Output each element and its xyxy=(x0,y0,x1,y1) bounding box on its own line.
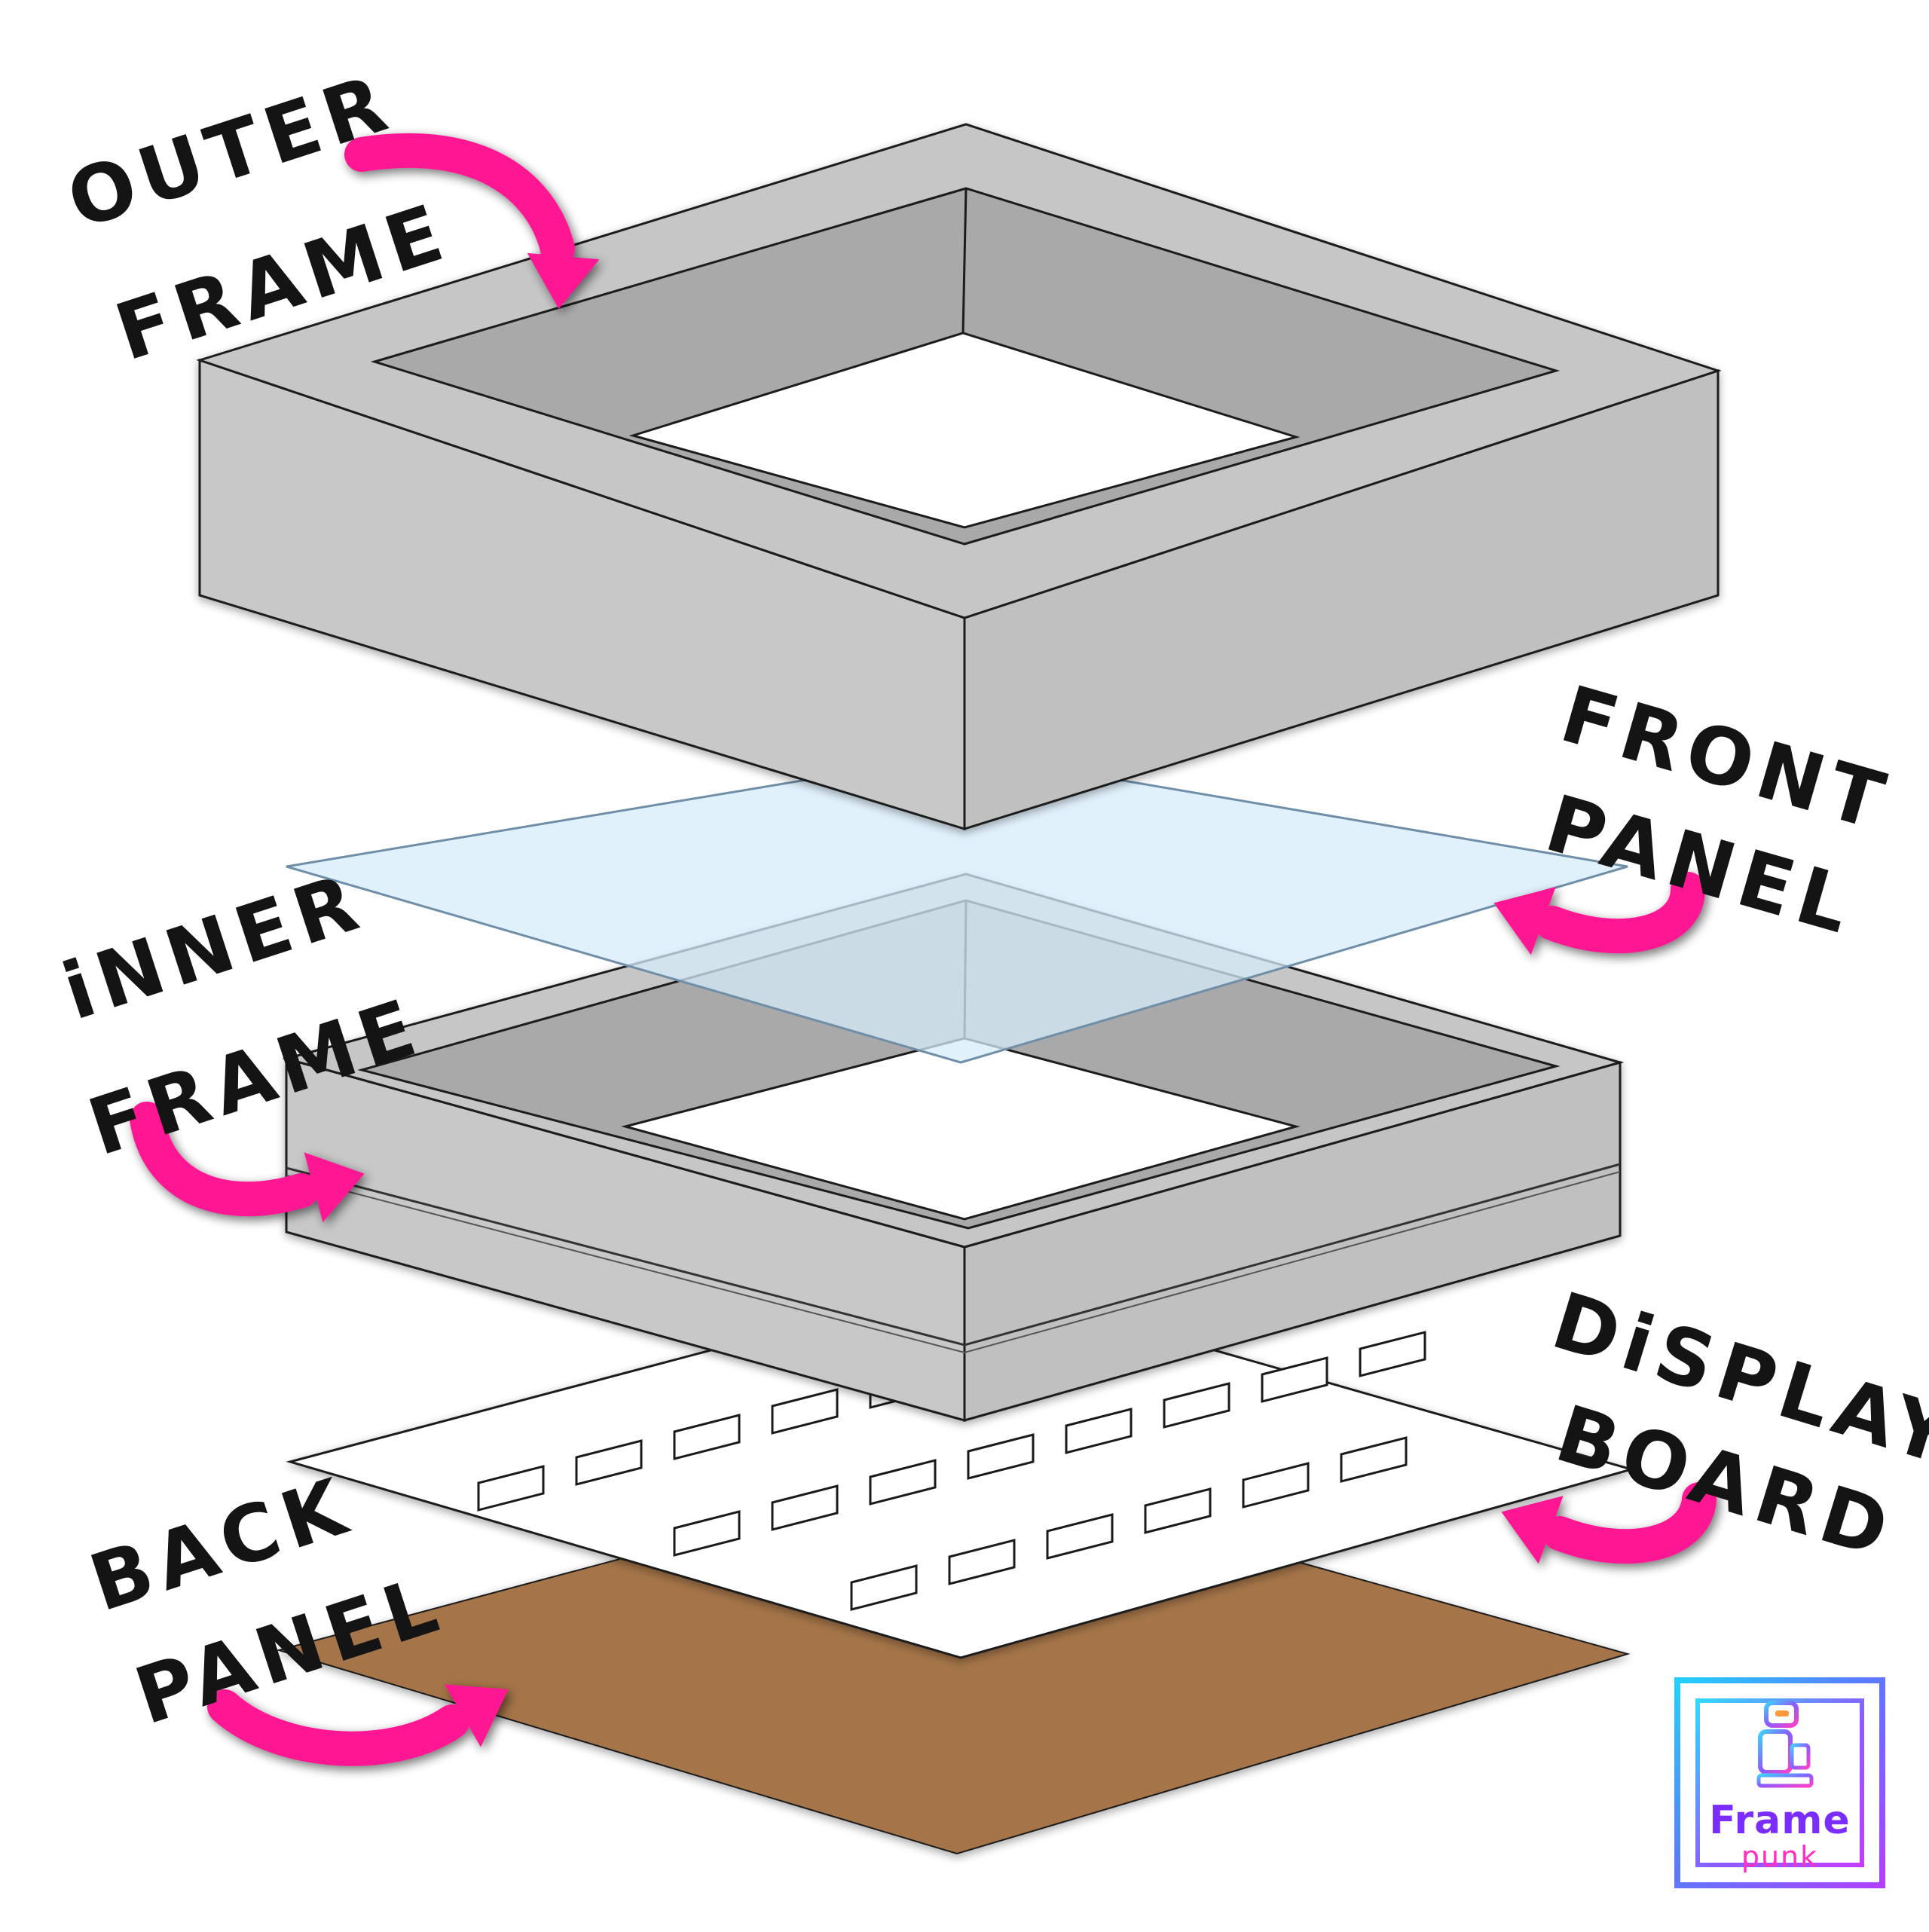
display-slot xyxy=(869,1459,937,1506)
inner-frame-opening xyxy=(621,1037,1301,1221)
arrow-back-panel-head xyxy=(445,1684,509,1747)
arrow-display-board xyxy=(1501,1482,1717,1564)
front-panel xyxy=(286,752,1628,1064)
robot-mascot-icon xyxy=(1756,1701,1814,1788)
display-slot xyxy=(1261,1356,1328,1403)
outer-frame-opening xyxy=(628,332,1301,529)
arrow-front-panel-head xyxy=(1493,887,1556,955)
display-slot xyxy=(1340,1436,1408,1483)
display-slot xyxy=(673,1414,741,1460)
display-slot xyxy=(1065,1408,1133,1454)
arrow-inner-frame-head xyxy=(304,1152,365,1223)
arrow-inner-frame-shaft xyxy=(130,1102,319,1217)
arrow-inner-frame xyxy=(130,1102,365,1223)
display-slot xyxy=(1144,1487,1212,1534)
display-slot xyxy=(1163,1382,1230,1429)
arrow-outer-frame xyxy=(344,133,600,309)
arrow-outer-frame-head xyxy=(527,252,600,309)
inner-frame-seam xyxy=(286,1163,1621,1347)
display-slot xyxy=(575,1439,643,1486)
framepunk-logo: Frame punk xyxy=(1674,1677,1885,1888)
arrow-back-panel xyxy=(207,1684,509,1766)
outer-frame xyxy=(196,123,1722,831)
arrows xyxy=(130,133,1717,1766)
display-slot xyxy=(771,1484,839,1531)
display-slot xyxy=(771,1388,839,1435)
display-slot xyxy=(967,1433,1035,1480)
display-slot xyxy=(1046,1513,1114,1560)
display-slot xyxy=(1242,1462,1310,1509)
outer-frame-corner-edge xyxy=(961,188,968,334)
arrow-front-panel xyxy=(1493,872,1705,955)
display-slot xyxy=(477,1465,545,1512)
logo-word-frame: Frame xyxy=(1709,1798,1851,1843)
display-slot xyxy=(1359,1331,1426,1377)
arrow-display-board-head xyxy=(1501,1496,1564,1564)
arrow-back-panel-shaft xyxy=(207,1689,469,1766)
display-slot xyxy=(948,1539,1016,1585)
display-slot xyxy=(673,1510,741,1557)
arrow-display-board-shaft xyxy=(1542,1482,1717,1564)
arrow-outer-frame-shaft xyxy=(344,133,575,266)
inner-frame-seam-2 xyxy=(286,1171,1621,1354)
display-slot xyxy=(850,1564,918,1611)
arrow-front-panel-shaft xyxy=(1535,872,1705,954)
logo-word-punk: punk xyxy=(1741,1840,1819,1873)
